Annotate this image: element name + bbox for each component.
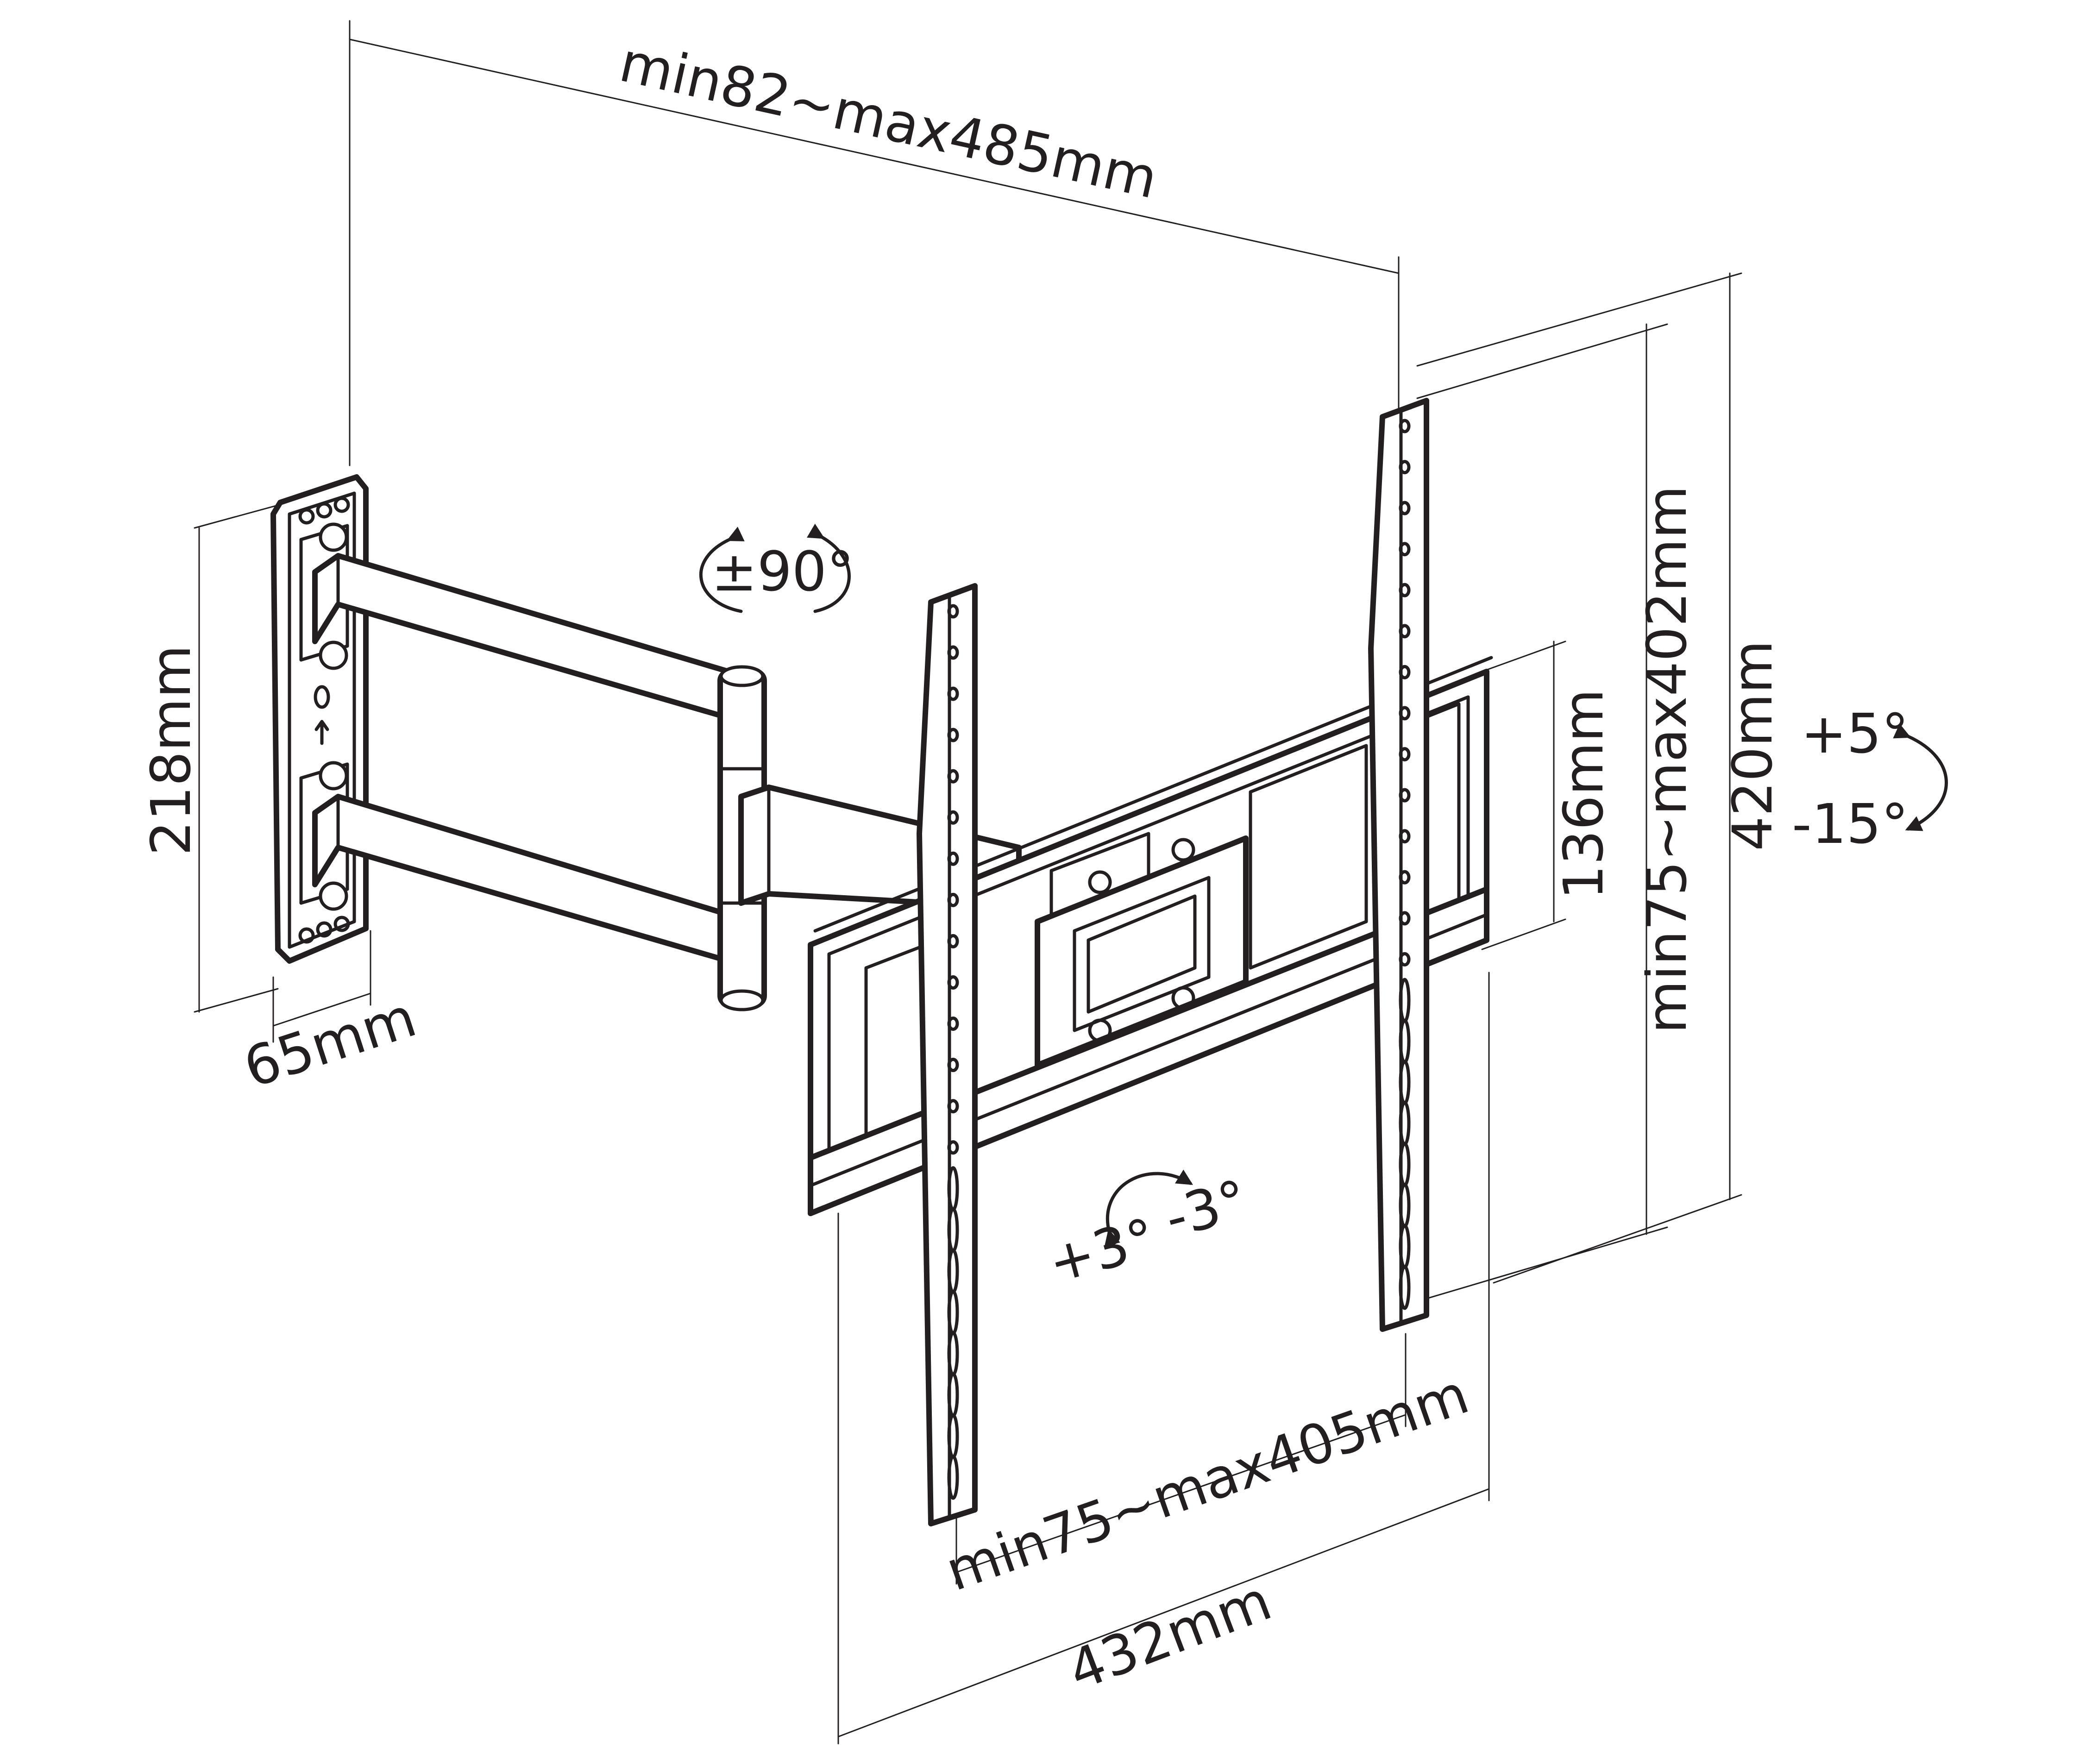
label-bracket-height: 420mm (1721, 640, 1784, 851)
strap-hole (1399, 747, 1411, 762)
strap-hole (1399, 419, 1411, 433)
rotate-arrows (1104, 1169, 1193, 1247)
dimension-bracket-height (1416, 272, 1742, 1284)
strap-hole (947, 1016, 959, 1031)
label-wall-plate-height: 218mm (139, 645, 203, 855)
dimension-vesa-vertical (1416, 323, 1668, 1302)
dimension-rail-spacing (1481, 640, 1566, 950)
strap-hole (947, 604, 959, 619)
strap-hole (1399, 501, 1411, 515)
label-rotate-minus: -3° (1158, 1168, 1254, 1250)
label-bracket-width: 432mm (1060, 1568, 1279, 1703)
dimension-arm-extension (349, 20, 1400, 885)
dimension-bracket-width (837, 972, 1490, 1745)
label-vesa-vertical: min75~max402mm (1635, 485, 1699, 1034)
strap-hole (1399, 788, 1411, 803)
label-rail-spacing: 136mm (1551, 689, 1615, 899)
strap-hole (1399, 460, 1411, 475)
upper-arm (312, 553, 739, 723)
strap-hole (947, 728, 959, 742)
strap-hole (947, 1099, 959, 1114)
right-vertical-strap (1368, 398, 1429, 1332)
strap-slot (1399, 1265, 1411, 1310)
dimension-wall-plate-depth (272, 930, 371, 1043)
strap-hole (947, 851, 959, 866)
wall-plate (270, 474, 369, 964)
strap-hole (1399, 542, 1411, 557)
strap-hole (1399, 706, 1411, 721)
strap-hole (947, 934, 959, 948)
strap-hole (1399, 665, 1411, 679)
right-strap-holes (1399, 419, 1411, 1310)
label-tilt-down: -15° (1792, 792, 1909, 856)
strap-hole (947, 686, 959, 701)
left-strap-holes (947, 604, 959, 1500)
label-arm-extension: min82~max485mm (614, 30, 1163, 211)
strap-hole (1399, 952, 1411, 967)
strap-hole (947, 892, 959, 907)
center-plate (1035, 835, 1249, 1068)
strap-slot (947, 1455, 959, 1500)
strap-hole (947, 1140, 959, 1155)
label-wall-plate-depth: 65mm (236, 985, 423, 1100)
strap-hole (947, 1058, 959, 1073)
strap-hole (947, 769, 959, 784)
strap-hole (947, 810, 959, 825)
label-vesa-horizontal: min75~max405mm (938, 1362, 1476, 1603)
lower-arm (312, 794, 739, 966)
strap-hole (1399, 583, 1411, 597)
label-rotate-plus: +3° (1042, 1206, 1162, 1296)
swivel-arrows (699, 523, 851, 613)
label-tilt-up: +5° (1801, 702, 1909, 766)
tilt-arrows (1893, 723, 1948, 831)
left-vertical-strap (917, 583, 978, 1526)
strap-hole (1399, 870, 1411, 885)
strap-hole (1399, 911, 1411, 926)
strap-hole (947, 975, 959, 990)
strap-hole (1399, 624, 1411, 639)
strap-hole (947, 645, 959, 660)
strap-hole (1399, 829, 1411, 844)
label-swivel: ±90° (711, 540, 854, 603)
